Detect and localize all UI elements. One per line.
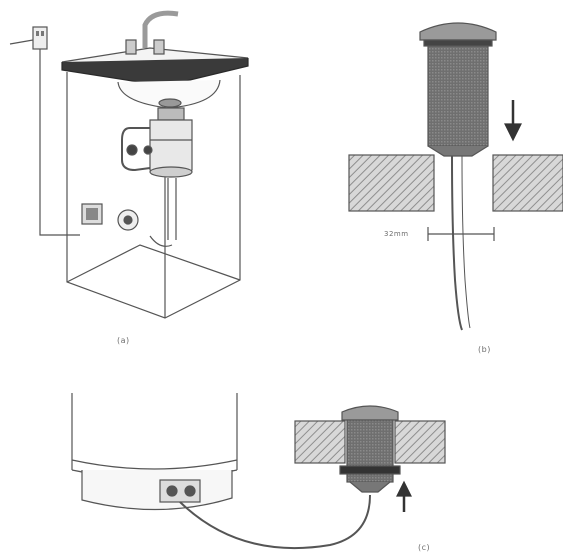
wall-outlet-icon <box>32 26 48 50</box>
arrow-up-icon <box>396 480 412 512</box>
cabinet <box>66 72 241 319</box>
dimension-line <box>427 227 495 241</box>
countertop-c-left <box>294 420 346 464</box>
countertop-right <box>492 154 563 212</box>
push-button-body <box>427 45 489 147</box>
air-tube-b <box>451 155 463 331</box>
switch-box-icon <box>81 203 103 225</box>
drain-pipe <box>121 127 151 172</box>
disposer-body-c <box>71 393 238 511</box>
countertop-left <box>348 154 435 212</box>
arrow-down-icon <box>504 100 522 142</box>
panel-a-sink-cabinet <box>9 10 249 319</box>
panel-c-connection <box>71 393 446 550</box>
panel-a-label: (a) <box>117 336 130 345</box>
air-tube-c <box>179 494 371 550</box>
control-unit-icon <box>117 209 139 231</box>
push-button-cap-icon <box>419 22 497 47</box>
air-tube <box>149 235 173 247</box>
faucet-icon <box>125 10 179 55</box>
hole-dimension-label: 32mm <box>384 230 409 238</box>
panel-b-button-install <box>348 22 563 331</box>
panel-b-label: (b) <box>478 345 491 354</box>
connector-port-icon <box>159 479 201 503</box>
installed-button-icon <box>339 405 401 493</box>
panel-c-label: (c) <box>418 543 431 552</box>
countertop-c-right <box>394 420 446 464</box>
disposer-unit <box>149 107 193 178</box>
